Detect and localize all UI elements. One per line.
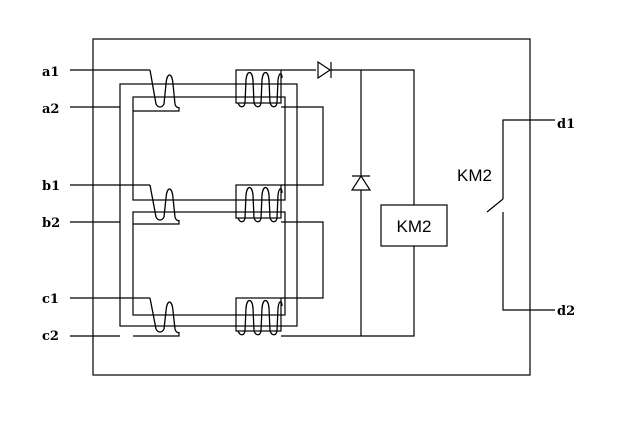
terminal-a2: a2 xyxy=(42,102,59,117)
terminal-a1: a1 xyxy=(42,65,59,80)
terminal-d1: d1 xyxy=(557,117,575,132)
relay-coil-km2: KM2 xyxy=(380,204,448,247)
secondary-wiring xyxy=(281,69,415,337)
terminal-b2: b2 xyxy=(42,216,60,231)
relay-coil-label: KM2 xyxy=(397,217,432,236)
terminal-c2: c2 xyxy=(42,329,59,344)
terminal-b1: b1 xyxy=(42,179,60,194)
secondary-coil-b xyxy=(235,184,283,223)
terminal-c1: c1 xyxy=(42,292,59,307)
secondary-coil-c xyxy=(235,297,283,336)
relay-contact-km2: KM2 xyxy=(457,119,555,311)
input-coil-c xyxy=(149,297,180,334)
enclosure xyxy=(92,38,531,376)
core-window-bottom xyxy=(132,211,286,316)
shunt-diode xyxy=(350,174,372,191)
relay-contact-label: KM2 xyxy=(457,166,492,185)
input-coil-b xyxy=(149,184,180,222)
input-wiring xyxy=(70,69,180,337)
terminal-d2: d2 xyxy=(557,304,575,319)
series-diode xyxy=(317,60,332,80)
secondary-coil-a xyxy=(235,69,283,108)
input-coil-a xyxy=(149,69,180,109)
core-outer xyxy=(119,83,298,327)
core-window-top xyxy=(132,96,286,201)
